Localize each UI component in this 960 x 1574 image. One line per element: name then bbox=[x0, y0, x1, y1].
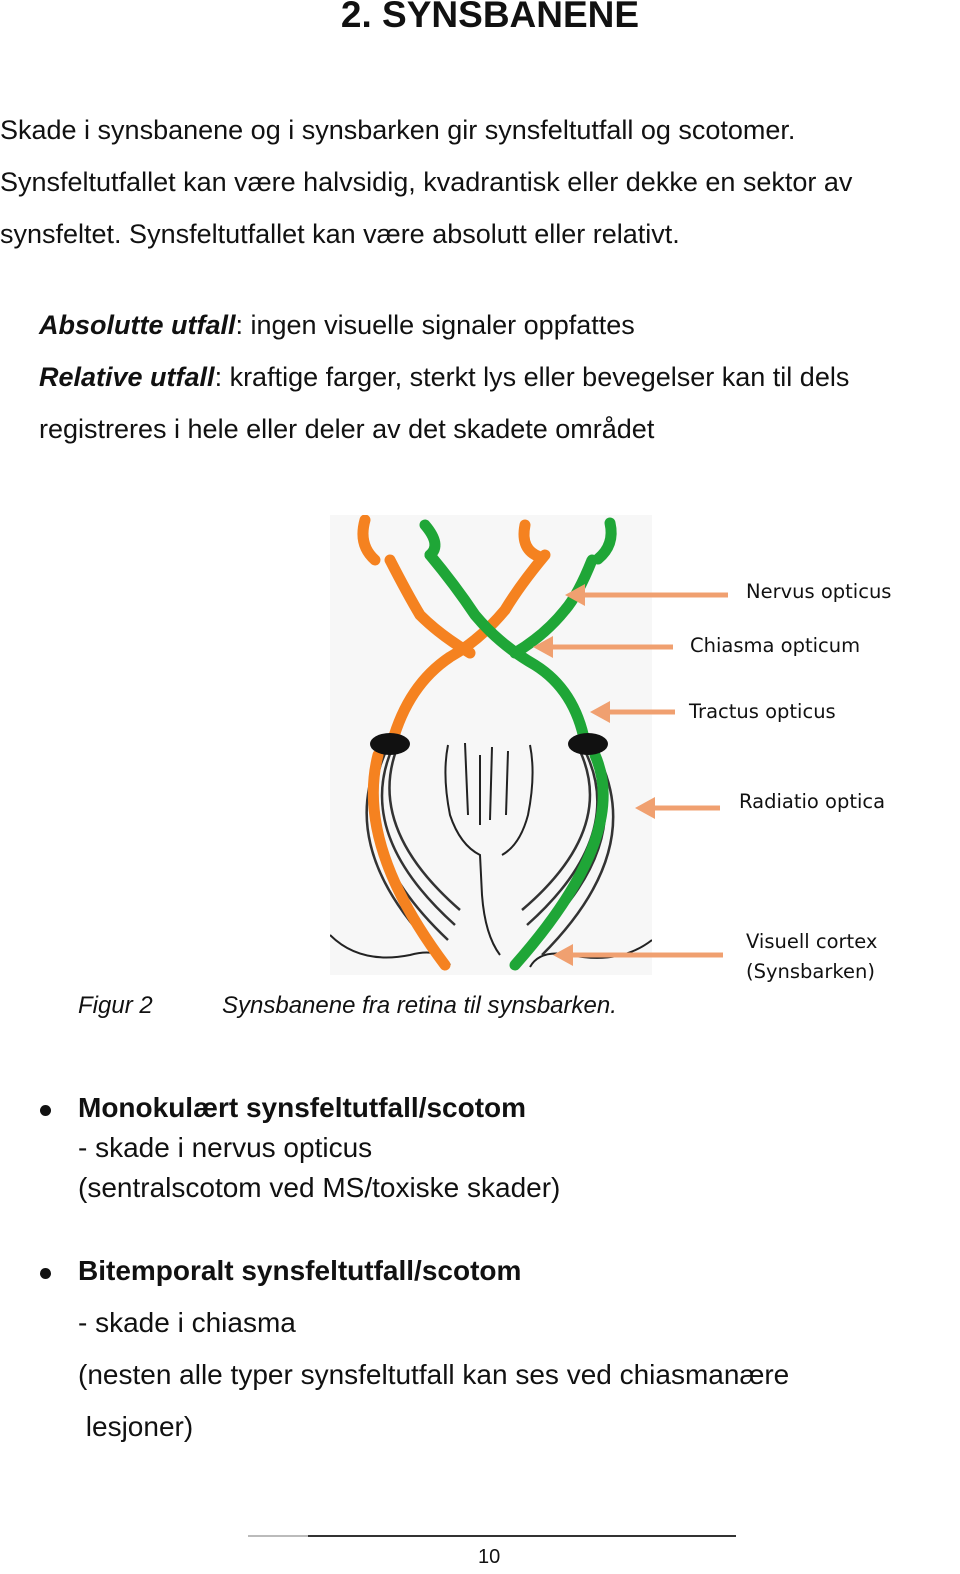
absolute-term: Absolutte utfall bbox=[39, 310, 236, 340]
page-title: 2. SYNSBANENE bbox=[340, 0, 640, 35]
figure-caption-text: Synsbanene fra retina til synsbarken. bbox=[222, 992, 617, 1019]
definition-relative: Relative utfall: kraftige farger, sterkt… bbox=[39, 362, 849, 393]
lgn-right bbox=[568, 733, 608, 755]
label-nervus-opticus: Nervus opticus bbox=[746, 580, 892, 603]
bullet-1-line-1: - skade i nervus opticus bbox=[78, 1132, 373, 1163]
relative-term: Relative utfall bbox=[39, 362, 215, 392]
page-number: 10 bbox=[478, 1546, 501, 1568]
label-synsbarken: (Synsbarken) bbox=[746, 960, 875, 983]
bullet-2-line-3: lesjoner) bbox=[78, 1411, 194, 1442]
intro-line-2: Synsfeltutfallet kan være halvsidig, kva… bbox=[0, 167, 853, 197]
arrow-cortex bbox=[553, 944, 723, 966]
visual-pathway-figure bbox=[330, 515, 652, 975]
bullet-1-line-2: (sentralscotom ved MS/toxiske skader) bbox=[78, 1172, 561, 1203]
footer-divider-accent bbox=[248, 1535, 308, 1537]
intro-line-3: synsfeltet. Synsfeltutfallet kan være ab… bbox=[0, 219, 680, 249]
bullet-dot-2 bbox=[40, 1268, 51, 1279]
bullet-dot-1 bbox=[40, 1105, 51, 1116]
bullet-2-line-2: (nesten alle typer synsfeltutfall kan se… bbox=[78, 1359, 790, 1390]
bullet-2-line-1: - skade i chiasma bbox=[78, 1307, 296, 1338]
arrow-chiasma bbox=[533, 636, 673, 658]
label-visuell-cortex: Visuell cortex bbox=[746, 930, 878, 953]
figure-caption-number: Figur 2 bbox=[78, 992, 153, 1019]
label-chiasma-opticum: Chiasma opticum bbox=[690, 634, 861, 657]
bullet-heading-2: Bitemporalt synsfeltutfall/scotom bbox=[78, 1255, 522, 1286]
arrow-nervus bbox=[565, 584, 728, 606]
lgn-left bbox=[370, 733, 410, 755]
right-pathway bbox=[419, 517, 617, 971]
absolute-text: : ingen visuelle signaler oppfattes bbox=[235, 310, 635, 340]
definition-absolute: Absolutte utfall: ingen visuelle signale… bbox=[39, 310, 635, 341]
brainstem-sketch bbox=[330, 742, 652, 968]
definition-relative-cont: registreres i hele eller deler av det sk… bbox=[39, 414, 655, 444]
relative-text: : kraftige farger, sterkt lys eller beve… bbox=[214, 362, 850, 392]
arrow-tractus bbox=[590, 701, 675, 723]
intro-line-1: Skade i synsbanene og i synsbarken gir s… bbox=[0, 115, 796, 145]
bullet-heading-1: Monokulært synsfeltutfall/scotom bbox=[78, 1092, 527, 1123]
left-pathway bbox=[357, 515, 551, 971]
label-radiatio-optica: Radiatio optica bbox=[739, 790, 886, 813]
footer-divider bbox=[248, 1535, 736, 1537]
label-tractus-opticus: Tractus opticus bbox=[689, 700, 836, 723]
arrow-radiatio bbox=[635, 797, 720, 819]
